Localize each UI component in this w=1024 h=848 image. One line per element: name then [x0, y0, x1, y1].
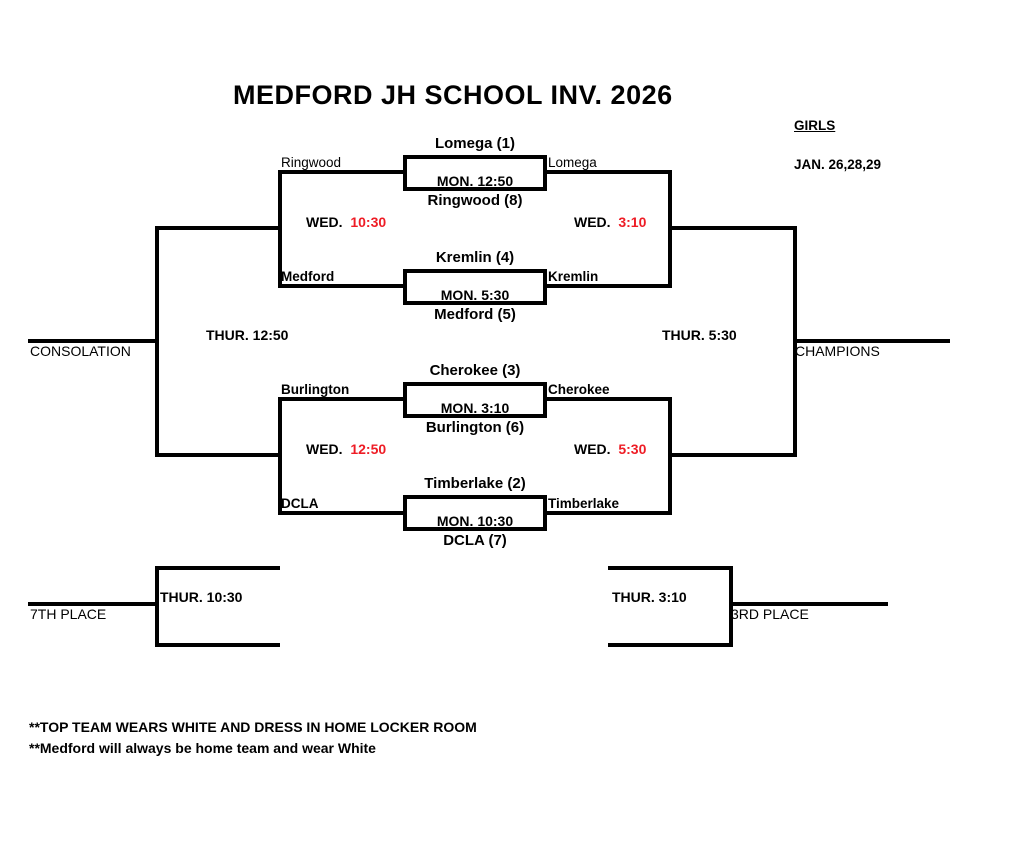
third-place-join: [729, 566, 733, 647]
loser-slot-ringwood: Ringwood: [281, 155, 342, 170]
consolation-lower-arm: [155, 453, 280, 457]
loser-feed-line-burlington: [278, 397, 405, 401]
loser-feed-line-dcla: [278, 511, 405, 515]
winner-slot-kremlin: Kremlin: [548, 269, 599, 284]
consol-lower-time: WED. 12:50: [306, 441, 386, 457]
winner-slot-timberlake: Timberlake: [548, 496, 620, 511]
game-2-time: MON. 5:30: [440, 287, 510, 303]
seventh-place-join: [155, 566, 159, 647]
consolation-output-line: [28, 339, 157, 343]
third-place-label: 3RD PLACE: [731, 606, 809, 622]
consol-upper-day: WED.: [306, 214, 343, 230]
game-3-bottom-team: Burlington (6): [425, 419, 525, 436]
consol-lower-clock: 12:50: [350, 441, 387, 457]
dates-label: JAN. 26,28,29: [794, 157, 882, 172]
loser-feed-line-medford: [278, 284, 405, 288]
winner-feed-line-timberlake: [545, 511, 672, 515]
loser-join-upper: [278, 170, 282, 288]
game-1-box: [403, 155, 547, 191]
championship-final-time: THUR. 5:30: [662, 327, 737, 343]
consolation-upper-arm: [155, 226, 280, 230]
winner-feed-line-kremlin: [545, 284, 672, 288]
page-title: MEDFORD JH SCHOOL INV. 2026: [233, 80, 673, 110]
semi-lower-time: WED. 5:30: [574, 441, 646, 457]
consolation-join: [155, 226, 159, 457]
note-line-2: **Medford will always be home team and w…: [29, 740, 376, 756]
game-2-bottom-team: Medford (5): [434, 306, 516, 323]
consolation-final-time: THUR. 12:50: [206, 327, 289, 343]
game-3-time: MON. 3:10: [440, 400, 510, 416]
note-line-1: **TOP TEAM WEARS WHITE AND DRESS IN HOME…: [29, 719, 477, 735]
loser-slot-medford: Medford: [281, 269, 335, 284]
semi-upper-clock: 3:10: [618, 214, 647, 230]
seventh-place-upper-arm: [155, 566, 280, 570]
consol-upper-time: WED. 10:30: [306, 214, 386, 230]
champions-label: CHAMPIONS: [795, 343, 880, 359]
winner-feed-line-lomega: [545, 170, 672, 174]
third-place-output-line: [729, 602, 888, 606]
winner-slot-cherokee: Cherokee: [548, 382, 610, 397]
game-2-top-team: Kremlin (4): [435, 249, 515, 266]
champions-output-line: [793, 339, 950, 343]
seventh-place-time: THUR. 10:30: [160, 589, 243, 605]
game-1-bottom-team: Ringwood (8): [427, 192, 523, 209]
consol-lower-day: WED.: [306, 441, 343, 457]
third-place-upper-arm: [608, 566, 733, 570]
division-label: GIRLS: [794, 118, 836, 133]
game-1-top-team: Lomega (1): [434, 135, 515, 152]
game-4-time: MON. 10:30: [436, 513, 514, 529]
game-3-top-team: Cherokee (3): [429, 362, 521, 379]
seventh-place-label: 7TH PLACE: [30, 606, 107, 622]
consolation-label: CONSOLATION: [30, 343, 131, 359]
loser-slot-burlington: Burlington: [281, 382, 350, 397]
third-place-time: THUR. 3:10: [612, 589, 687, 605]
game-3-box: [403, 382, 547, 418]
loser-join-lower: [278, 397, 282, 515]
semi-lower-day: WED.: [574, 441, 611, 457]
seventh-place-output-line: [28, 602, 157, 606]
championship-upper-arm: [668, 226, 797, 230]
game-4-top-team: Timberlake (2): [424, 475, 526, 492]
semi-upper-time: WED. 3:10: [574, 214, 646, 230]
game-1-time: MON. 12:50: [436, 173, 514, 189]
third-place-lower-arm: [608, 643, 733, 647]
winner-feed-line-cherokee: [545, 397, 672, 401]
consol-upper-clock: 10:30: [350, 214, 387, 230]
winner-slot-lomega: Lomega: [548, 155, 597, 170]
championship-lower-arm: [668, 453, 797, 457]
loser-slot-dcla: DCLA: [281, 496, 319, 511]
game-4-bottom-team: DCLA (7): [443, 532, 507, 549]
game-2-box: [403, 269, 547, 305]
loser-feed-line-ringwood: [278, 170, 405, 174]
semi-upper-day: WED.: [574, 214, 611, 230]
semi-lower-clock: 5:30: [618, 441, 647, 457]
seventh-place-lower-arm: [155, 643, 280, 647]
